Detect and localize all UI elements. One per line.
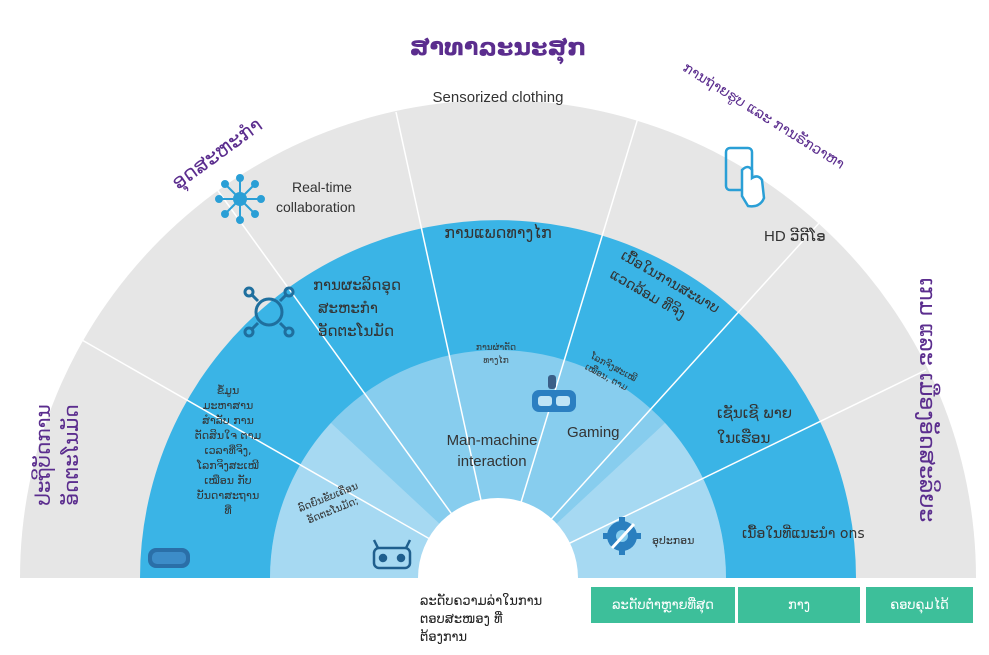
svg-text:Man-machine: Man-machine	[447, 432, 538, 449]
svg-text:ບັນດາສະຖານ: ບັນດາສະຖານ	[197, 489, 260, 502]
svg-text:ການຜ່າຕັດ: ການຜ່າຕັດ	[476, 342, 516, 353]
outer-label-left: ປະຖິບັດການ ອັດຕະໂນມັດ	[31, 404, 83, 505]
radial-dividers	[81, 111, 927, 579]
middle-label-left: ຂໍ້ມູນ ມະຫາສານ ສໍາລັບ ການ ຕັດສິນໃຈ ຕາມ ເ…	[195, 384, 262, 517]
svg-text:ອັດຕະໂນມັດ: ອັດຕະໂນມັດ	[318, 321, 394, 340]
vr-headset-icon	[532, 375, 576, 412]
svg-text:Real-time: Real-time	[292, 179, 352, 195]
inner-label-lower-right: ອຸປະກອນ	[652, 534, 694, 548]
svg-text:ໃນເຮືອນ: ໃນເຮືອນ	[717, 428, 770, 447]
outer-label-top: ສາທາລະນະສຸກ	[410, 33, 587, 65]
legend-caption: ລະດັບຄວາມລ່າໃນການ ຕອບສະໜອງ ທີ່ ຕ້ອງການ	[420, 594, 543, 645]
svg-text:ເວລາທີ່ຈິງ,: ເວລາທີ່ຈິງ,	[204, 444, 251, 457]
legend-medium: ກາງ	[738, 587, 860, 623]
svg-text:ການຜະລິດອຸດ: ການຜະລິດອຸດ	[313, 275, 401, 296]
svg-text:ປະຖິບັດການ: ປະຖິບັດການ	[31, 404, 55, 505]
svg-text:ທີ່: ທີ່	[224, 504, 231, 517]
robot-arm-icon	[243, 286, 295, 338]
svg-text:interaction: interaction	[457, 453, 526, 470]
vr-goggles-icon	[148, 548, 190, 568]
svg-text:ເໝືອນ ກັບ: ເໝືອນ ກັບ	[204, 474, 252, 487]
middle-label-upper-left-sub: Real-time collaboration	[276, 179, 355, 215]
svg-text:ສະຫະກໍາ: ສະຫະກໍາ	[318, 299, 378, 317]
inner-label-center-right: Gaming	[567, 424, 620, 441]
svg-text:ມະຫາສານ: ມະຫາສານ	[203, 399, 254, 412]
svg-text:collaboration: collaboration	[276, 199, 355, 215]
outer-label-right: ເກມ ແລະ ເມືອງອັດສະລິຍະ	[914, 278, 940, 523]
middle-label-lower-right: ເນື້ອໃນທີ່ແນະນໍາ ons	[742, 524, 865, 542]
autonomous-car-icon	[372, 539, 412, 570]
middle-label-upper-left: ການຜະລິດອຸດ ສະຫະກໍາ ອັດຕະໂນມັດ	[313, 275, 401, 340]
svg-text:ຂໍ້ມູນ: ຂໍ້ມູນ	[217, 384, 239, 397]
svg-text:ທາງໄກ: ທາງໄກ	[483, 354, 509, 366]
legend-low: ລະດັບຕໍ່າຫຼາຍທີ່ສຸດ	[591, 587, 735, 623]
legend-acceptable: ຄອບຄຸມໄດ້	[866, 587, 973, 623]
middle-label-right: ເຊັນເຊີ ພາຍ ໃນເຮືອນ	[717, 403, 792, 447]
outer-label-top-sub: Sensorized clothing	[433, 89, 564, 106]
outer-label-upper-right-sub: HD ວີດີໂອ	[764, 227, 826, 245]
gear-wrench-icon	[603, 517, 641, 555]
svg-text:ສໍາລັບ ການ: ສໍາລັບ ການ	[202, 414, 254, 427]
svg-text:ເຊັນເຊີ ພາຍ: ເຊັນເຊີ ພາຍ	[717, 403, 792, 422]
inner-label-top-left: ການຜ່າຕັດ ທາງໄກ	[476, 342, 516, 366]
middle-label-top: ການແພດທາງໄກ	[444, 223, 552, 242]
svg-text:ໂລກຈິງສະເໝີ: ໂລກຈິງສະເໝີ	[196, 459, 259, 472]
inner-label-center-left: Man-machine interaction	[447, 432, 538, 470]
network-icon	[215, 174, 265, 224]
svg-text:ອັດຕະໂນມັດ: ອັດຕະໂນມັດ	[59, 404, 83, 505]
touch-phone-icon	[724, 146, 766, 208]
svg-text:ຕັດສິນໃຈ ຕາມ: ຕັດສິນໃຈ ຕາມ	[195, 429, 262, 442]
